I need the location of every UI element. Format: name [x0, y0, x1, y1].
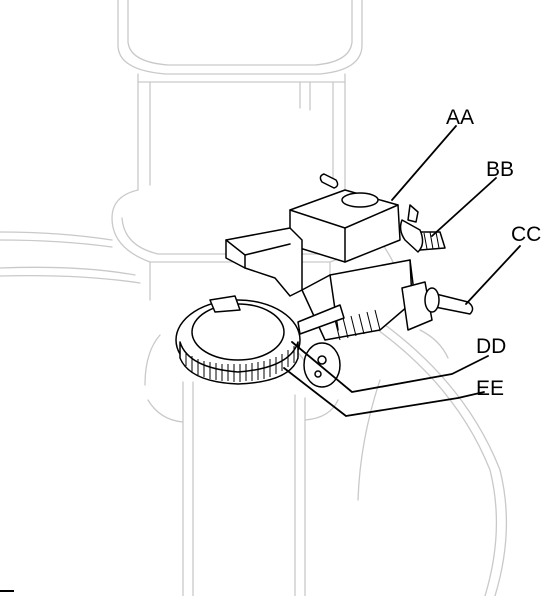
callout-cc: CC: [511, 223, 541, 246]
leader-dd: [291, 341, 489, 393]
callout-aa: AA: [446, 106, 474, 129]
thumb-screw-top: [319, 173, 339, 189]
clamp-assembly: [175, 173, 474, 388]
leader-lines: [283, 125, 521, 417]
callout-dd: DD: [476, 335, 506, 358]
callout-bb: BB: [486, 158, 514, 181]
clamp-ring-inner: [191, 303, 285, 361]
callout-labels: AA BB CC DD EE: [446, 106, 541, 400]
leader-aa: [391, 125, 457, 201]
leader-bb: [431, 177, 497, 237]
callout-ee: EE: [476, 377, 504, 400]
pivot-boss: [303, 342, 341, 388]
spring: [334, 309, 381, 341]
clamp-jaw: [225, 227, 303, 297]
side-block: [301, 259, 416, 341]
leader-ee: [283, 367, 485, 417]
leader-cc: [465, 245, 521, 305]
